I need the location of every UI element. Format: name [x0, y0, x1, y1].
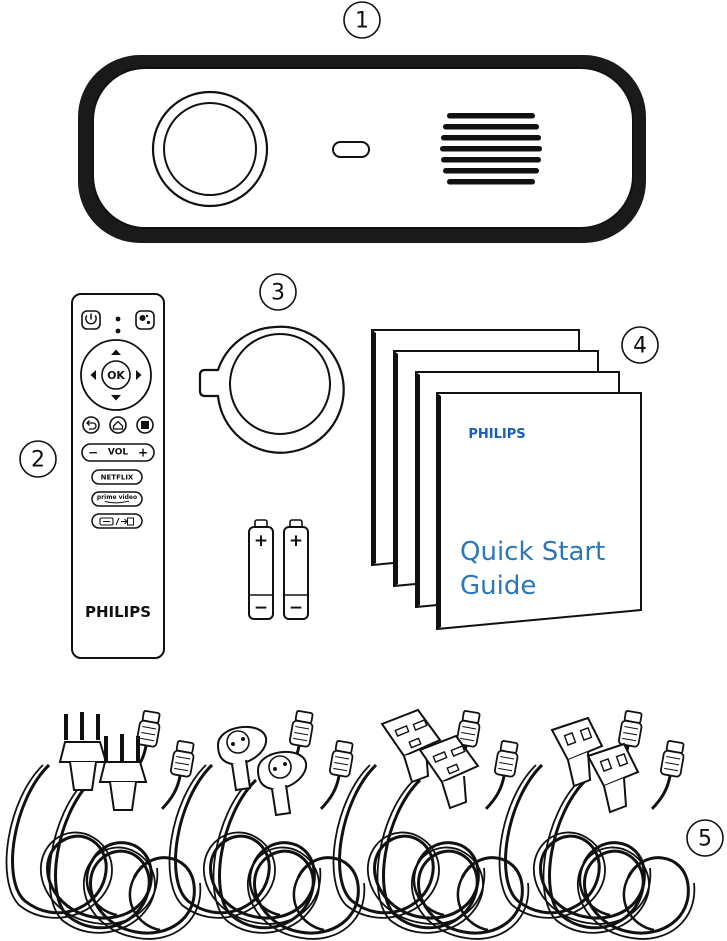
svg-text:+: + — [254, 531, 268, 551]
svg-text:5: 5 — [698, 827, 712, 852]
svg-text:4: 4 — [633, 334, 647, 359]
swiss-plug-front — [58, 712, 108, 791]
back-icon — [82, 416, 100, 434]
battery-right: + − — [283, 519, 309, 620]
callout-2: 2 — [19, 440, 57, 478]
projector-speaker-grille — [440, 113, 542, 185]
arrow-down-icon — [111, 395, 121, 401]
svg-text:−: − — [88, 446, 98, 460]
arrow-left-icon — [90, 370, 96, 380]
svg-text:OK: OK — [107, 369, 125, 382]
svg-text:+: + — [289, 531, 303, 551]
quick-start-guide: PHILIPS Quick Start Guide — [436, 392, 642, 631]
svg-text:2: 2 — [31, 448, 45, 473]
us-plug-front — [550, 716, 604, 788]
remote-brand: PHILIPS — [85, 603, 151, 621]
battery-left: + − — [248, 519, 274, 620]
arrow-up-icon — [111, 349, 121, 355]
indicator-light — [115, 316, 121, 322]
document-stack: PHILIPS Quick Start Guide — [371, 329, 642, 631]
svg-text:VOL: VOL — [108, 448, 128, 458]
power-cord-swiss — [5, 708, 202, 941]
prime-video-button: prime video — [91, 491, 143, 507]
power-icon — [81, 310, 101, 330]
callout-3: 3 — [259, 273, 297, 311]
power-cord-us — [498, 708, 696, 941]
svg-text:−: − — [289, 598, 303, 618]
power-cord-eu — [168, 708, 366, 941]
guide-title-line2: Guide — [460, 571, 536, 601]
projector-lens — [151, 90, 269, 208]
svg-text:+: + — [138, 446, 148, 460]
guide-title-line1: Quick Start — [460, 537, 605, 567]
swiss-plug-back — [98, 734, 148, 811]
guide-brand: PHILIPS — [468, 427, 525, 442]
projector-sensor — [332, 141, 370, 158]
svg-text:1: 1 — [355, 9, 369, 34]
home-icon — [109, 416, 127, 434]
us-plug-back — [586, 742, 640, 814]
callout-5: 5 — [686, 819, 724, 857]
lens-cap — [198, 325, 345, 454]
svg-text:prime video: prime video — [97, 494, 137, 501]
svg-text:3: 3 — [271, 281, 285, 306]
eu-plug-front — [216, 725, 268, 792]
arrow-right-icon — [136, 370, 142, 380]
eu-plug-back — [256, 750, 308, 817]
netflix-button: NETFLIX — [91, 469, 143, 485]
volume-rocker: − VOL + — [81, 443, 155, 462]
svg-text:−: − — [254, 598, 268, 618]
svg-text:NETFLIX: NETFLIX — [101, 474, 134, 482]
uk-plug-back — [418, 734, 480, 810]
projector — [78, 55, 646, 243]
assistant-icon — [135, 310, 155, 330]
source-icon — [91, 513, 143, 529]
batteries: + − + − — [248, 519, 309, 620]
callout-4: 4 — [621, 326, 659, 364]
stop-icon — [136, 416, 154, 434]
navigation-dpad: OK — [80, 339, 152, 411]
uk-plug-front — [380, 708, 442, 784]
microphone-hole — [115, 328, 121, 334]
callout-1: 1 — [343, 1, 381, 39]
remote-control: OK − VOL + NETFLIX — [71, 293, 165, 659]
power-cord-uk — [332, 708, 530, 941]
